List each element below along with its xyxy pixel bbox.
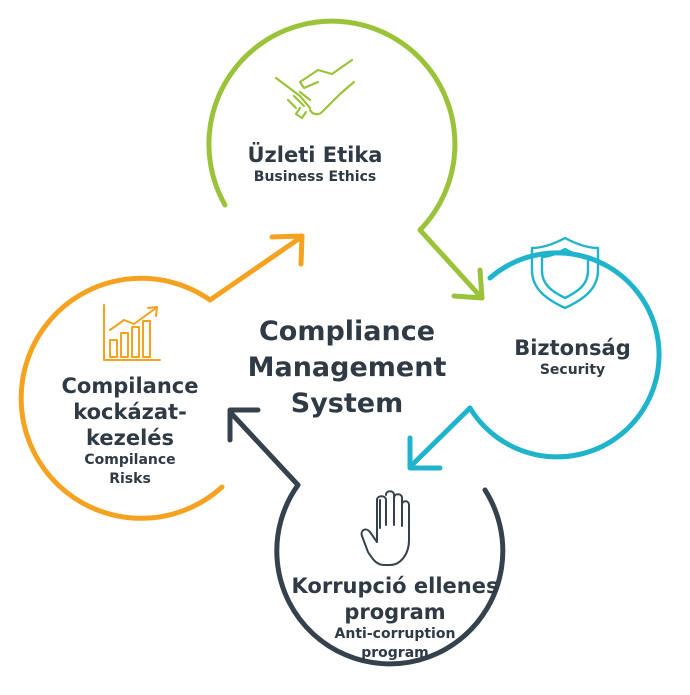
anti-corruption-label: Korrupció ellenes program Anti-corruptio… <box>265 573 525 663</box>
risks-title-line-3: kezelés <box>85 426 175 450</box>
arrow-anticorruption-to-risks <box>227 407 301 488</box>
risks-subtitle-line-2: Risks <box>109 471 151 487</box>
arrow-security-to-anticorruption <box>407 405 473 471</box>
center-title-line-1: Compliance <box>258 316 436 347</box>
security-label: Biztonság Security <box>490 335 655 380</box>
center-title: Compliance Management System <box>222 314 472 422</box>
business-ethics-ring <box>206 18 458 233</box>
risks-label: Compilance kockázat- kezelés Compilance … <box>40 373 220 489</box>
anti-corruption-subtitle-line-2: program <box>361 645 429 661</box>
risks-title-line-2: kockázat- <box>73 400 187 424</box>
shield-icon <box>530 236 600 310</box>
security-title: Biztonság <box>514 336 631 360</box>
anti-corruption-subtitle-line-1: Anti-corruption <box>334 626 456 642</box>
business-ethics-subtitle: Business Ethics <box>253 169 377 185</box>
anti-corruption-title-line-1: Korrupció ellenes <box>291 574 499 598</box>
raised-hand-icon <box>360 490 410 566</box>
center-title-line-3: System <box>290 388 404 419</box>
security-ring <box>467 250 662 460</box>
risks-ring <box>18 275 225 521</box>
anti-corruption-title-line-2: program <box>344 600 446 624</box>
anti-corruption-ring <box>274 482 506 667</box>
arrow-ethics-to-security <box>417 227 485 301</box>
handshake-icon <box>274 58 356 120</box>
business-ethics-title: Üzleti Etika <box>247 143 383 167</box>
center-title-line-2: Management <box>247 352 447 383</box>
arrow-risks-to-ethics <box>207 233 305 303</box>
risks-title-line-1: Compilance <box>61 374 199 398</box>
business-ethics-label: Üzleti Etika Business Ethics <box>205 142 425 187</box>
security-subtitle: Security <box>539 362 606 378</box>
risks-subtitle-line-1: Compilance <box>84 452 176 468</box>
growth-chart-icon <box>103 304 161 361</box>
